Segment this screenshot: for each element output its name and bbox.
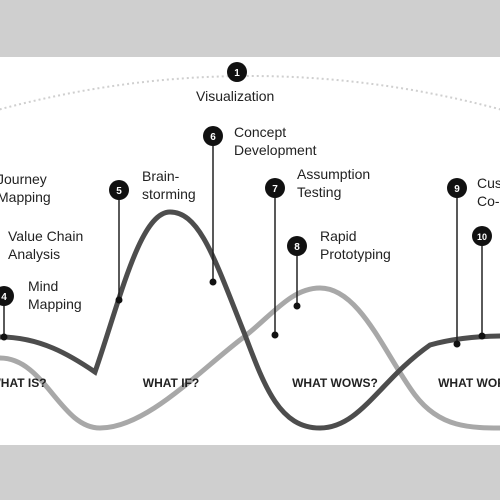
marker-circle	[203, 126, 223, 146]
label-line: Mind	[28, 278, 58, 294]
label-line: Rapid	[320, 228, 357, 244]
marker-number: 5	[116, 186, 122, 197]
phase-label-what-is: WHAT IS?	[0, 376, 47, 390]
marker-number: 1	[234, 68, 240, 79]
step-label-1: Visualization	[196, 88, 274, 104]
marker-circle	[447, 178, 467, 198]
anchor-dot-10	[478, 332, 486, 340]
marker-number: 7	[272, 184, 278, 195]
marker-circle	[227, 62, 247, 82]
label-line: Testing	[297, 184, 341, 200]
label-line: Co-Creation	[477, 193, 500, 209]
label-line: storming	[142, 186, 196, 202]
label-line: Brain-	[142, 168, 180, 184]
step-label-6: Concept Development	[234, 124, 317, 158]
step-marker-9: 9	[447, 178, 467, 198]
marker-circle	[265, 178, 285, 198]
anchor-dot-4	[0, 333, 8, 341]
marker-circle	[0, 286, 14, 306]
step-marker-4: 4	[0, 286, 14, 306]
label-line: Concept	[234, 124, 286, 140]
marker-number: 10	[477, 232, 487, 242]
label-line: Customer	[477, 175, 500, 191]
anchor-dot-9	[453, 340, 461, 348]
marker-number: 4	[1, 292, 7, 303]
step-marker-1: 1	[227, 62, 247, 82]
label-line: Development	[234, 142, 317, 158]
label-line: Prototyping	[320, 246, 391, 262]
phase-label-what-if: WHAT IF?	[143, 376, 199, 390]
marker-circle	[109, 180, 129, 200]
marker-number: 8	[294, 242, 300, 253]
phase-label-what-wows: WHAT WOWS?	[292, 376, 378, 390]
label-line: Assumption	[297, 166, 370, 182]
step-label-8: Rapid Prototyping	[320, 228, 391, 262]
label-line: Value Chain	[8, 228, 83, 244]
anchor-dot-6	[209, 278, 217, 286]
step-marker-8: 8	[287, 236, 307, 256]
step-label-7: Assumption Testing	[297, 166, 374, 200]
label-line: Mapping	[28, 296, 82, 312]
step-marker-7: 7	[265, 178, 285, 198]
step-label-2: Journey Mapping	[0, 171, 51, 205]
anchor-dots	[0, 278, 486, 348]
marker-number: 6	[210, 132, 216, 143]
label-line: Visualization	[196, 88, 274, 104]
marker-circle	[287, 236, 307, 256]
anchor-dot-7	[271, 331, 279, 339]
step-label-3: Value Chain Analysis	[8, 228, 87, 262]
anchor-dot-8	[293, 302, 301, 310]
step-marker-5: 5	[109, 180, 129, 200]
label-line: Mapping	[0, 189, 51, 205]
step-label-9: Customer Co-Creation	[477, 175, 500, 209]
diagram-panel: 1 4 5 6 7 8 9 10	[0, 57, 500, 445]
anchor-dot-5	[115, 296, 123, 304]
label-line: Journey	[0, 171, 47, 187]
step-label-4: Mind Mapping	[28, 278, 82, 312]
label-line: Analysis	[8, 246, 60, 262]
step-marker-10: 10	[472, 226, 492, 246]
light-curve	[0, 285, 500, 431]
design-thinking-diagram: 1 4 5 6 7 8 9 10	[0, 62, 500, 431]
step-label-5: Brain- storming	[142, 168, 196, 202]
dark-curve	[0, 209, 500, 431]
step-marker-6: 6	[203, 126, 223, 146]
marker-number: 9	[454, 184, 460, 195]
marker-circle	[472, 226, 492, 246]
phase-label-what-works: WHAT WORKS?	[438, 376, 500, 390]
